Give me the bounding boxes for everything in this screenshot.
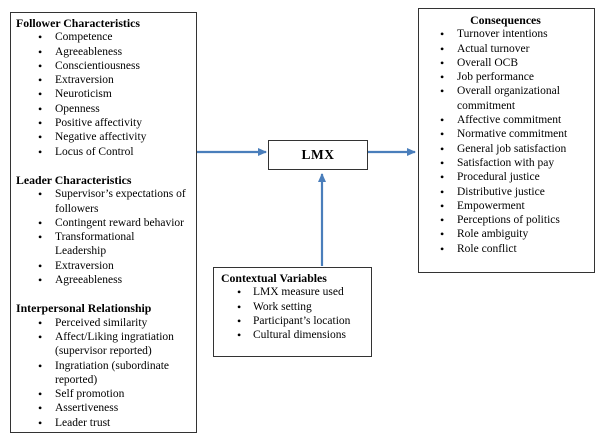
list-item: Negative affectivity xyxy=(16,130,192,145)
list-item: Assertiveness xyxy=(16,401,192,416)
follower-characteristics-section: Follower Characteristics CompetenceAgree… xyxy=(16,16,192,159)
list-item: Ingratiation (subordinate reported) xyxy=(16,359,192,388)
interpersonal-relationship-section: Interpersonal Relationship Perceived sim… xyxy=(16,301,192,430)
list-item: Empowerment xyxy=(420,199,591,214)
contextual-variables-box: Contextual Variables LMX measure usedWor… xyxy=(213,267,372,357)
list-item: Perceptions of politics xyxy=(420,213,591,228)
section-heading: Follower Characteristics xyxy=(16,16,140,30)
list-item: Transformational Leadership xyxy=(16,230,192,259)
list-item: Agreeableness xyxy=(16,45,192,60)
lmx-box: LMX xyxy=(268,140,368,170)
list-item: Satisfaction with pay xyxy=(420,156,591,171)
section-heading: Leader Characteristics xyxy=(16,172,132,187)
list-item: Role conflict xyxy=(420,242,591,257)
list-item: Openness xyxy=(16,102,192,117)
list-item: Overall organizational commitment xyxy=(420,84,591,113)
antecedents-box: Follower Characteristics CompetenceAgree… xyxy=(10,12,197,433)
list-item: Agreeableness xyxy=(16,273,192,288)
list-item: Conscientiousness xyxy=(16,59,192,74)
list-item: Work setting xyxy=(221,300,369,315)
list-item: Procedural justice xyxy=(420,170,591,185)
leader-characteristics-list: Supervisor’s expectations of followersCo… xyxy=(16,187,192,287)
list-item: Perceived similarity xyxy=(16,316,192,331)
section-heading: Interpersonal Relationship xyxy=(16,301,152,316)
list-item: Participant’s location xyxy=(221,314,369,329)
consequences-list: Turnover intentionsActual turnoverOveral… xyxy=(420,27,591,256)
list-item: LMX measure used xyxy=(221,285,369,300)
list-item: Supervisor’s expectations of followers xyxy=(16,187,192,216)
consequences-box: Consequences Turnover intentionsActual t… xyxy=(418,8,595,273)
list-item: Actual turnover xyxy=(420,42,591,57)
list-item: Locus of Control xyxy=(16,145,192,160)
list-item: Affect/Liking ingratiation (supervisor r… xyxy=(16,330,192,359)
consequences-heading: Consequences xyxy=(470,13,541,27)
list-item: Cultural dimensions xyxy=(221,328,369,343)
list-item: Overall OCB xyxy=(420,56,591,71)
interpersonal-relationship-list: Perceived similarityAffect/Liking ingrat… xyxy=(16,316,192,431)
list-item: Contingent reward behavior xyxy=(16,216,192,231)
list-item: Extraversion xyxy=(16,73,192,88)
leader-characteristics-section: Leader Characteristics Supervisor’s expe… xyxy=(16,172,192,288)
list-item: Distributive justice xyxy=(420,185,591,200)
list-item: Competence xyxy=(16,30,192,45)
list-item: Leader trust xyxy=(16,416,192,431)
list-item: Neuroticism xyxy=(16,87,192,102)
contextual-variables-list: LMX measure usedWork settingParticipant’… xyxy=(221,285,369,342)
follower-characteristics-list: CompetenceAgreeablenessConscientiousness… xyxy=(16,30,192,159)
contextual-heading: Contextual Variables xyxy=(221,271,327,285)
list-item: Positive affectivity xyxy=(16,116,192,131)
list-item: Job performance xyxy=(420,70,591,85)
list-item: Role ambiguity xyxy=(420,227,591,242)
list-item: Turnover intentions xyxy=(420,27,591,42)
list-item: General job satisfaction xyxy=(420,142,591,157)
list-item: Normative commitment xyxy=(420,127,591,142)
list-item: Self promotion xyxy=(16,387,192,402)
list-item: Affective commitment xyxy=(420,113,591,128)
list-item: Extraversion xyxy=(16,259,192,274)
lmx-label: LMX xyxy=(301,146,335,162)
